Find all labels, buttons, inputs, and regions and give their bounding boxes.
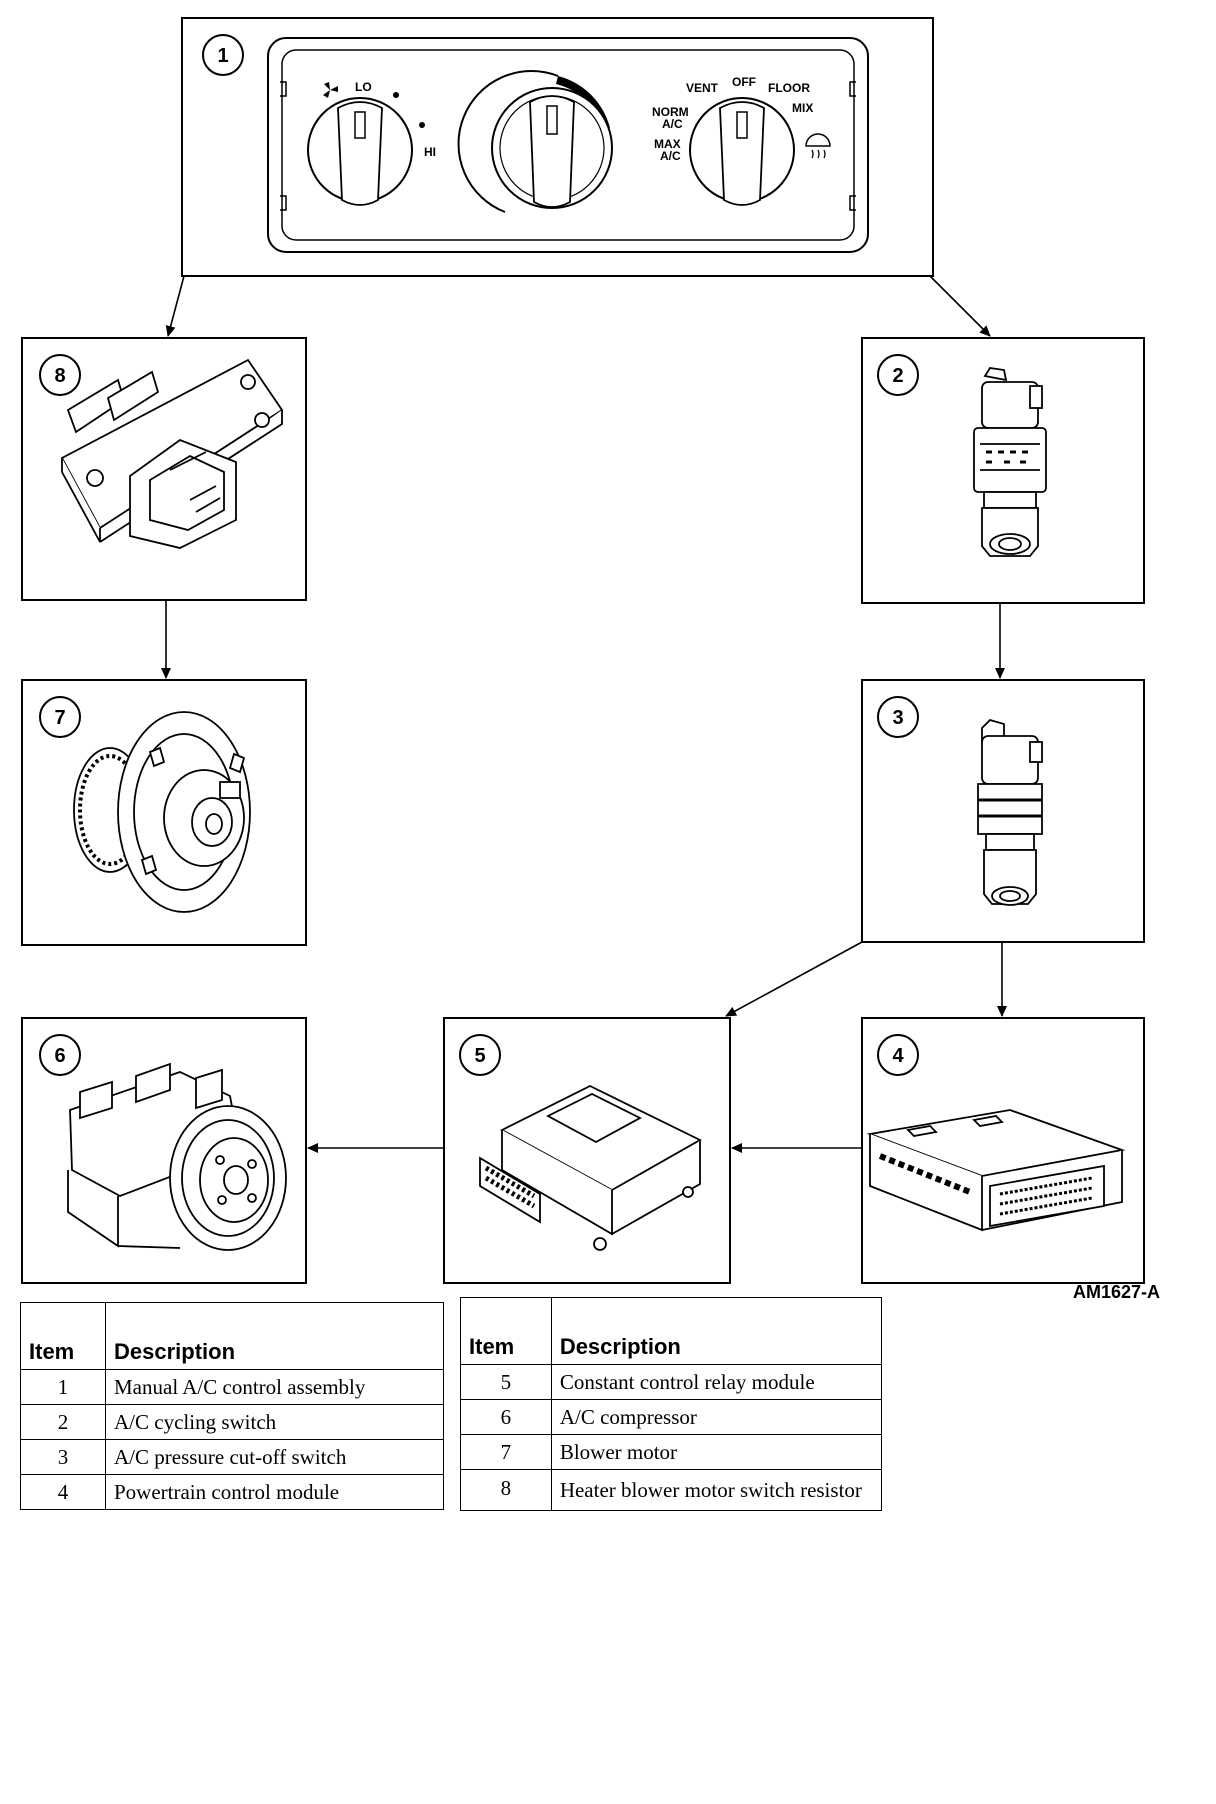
arrow-1-to-2: [929, 275, 991, 337]
table-row: 6 A/C compressor: [460, 1399, 883, 1435]
header-item: Item: [460, 1297, 552, 1365]
item-description: Heater blower motor switch resistor: [550, 1469, 883, 1511]
label-norm: NORM: [652, 105, 689, 119]
component-box-8: 8: [21, 337, 307, 601]
svg-text:7: 7: [54, 707, 65, 729]
item-description: Constant control relay module: [550, 1364, 883, 1400]
fan-speed-dot-2: [419, 122, 425, 128]
svg-text:5: 5: [474, 1045, 485, 1067]
component-box-3: 3: [861, 679, 1145, 943]
svg-text:3: 3: [892, 707, 903, 729]
table-row: 5 Constant control relay module: [460, 1364, 883, 1400]
table-row: 8 Heater blower motor switch resistor: [460, 1469, 883, 1511]
item-description: Powertrain control module: [105, 1474, 444, 1510]
label-hi: HI: [424, 145, 436, 159]
component-box-1: 1 LO HI: [181, 17, 934, 277]
label-lo: LO: [355, 80, 372, 94]
table-row: 3 A/C pressure cut-off switch: [20, 1439, 444, 1475]
callout-7: 7: [39, 696, 81, 738]
component-box-6: 6: [21, 1017, 307, 1284]
defrost-icon: [805, 133, 831, 159]
item-number: 6: [460, 1399, 552, 1435]
table-row: 1 Manual A/C control assembly: [20, 1369, 444, 1405]
relay-module-illustration: [479, 1084, 702, 1251]
svg-text:1: 1: [217, 45, 228, 67]
callout-5: 5: [459, 1034, 501, 1076]
label-floor: FLOOR: [768, 81, 810, 95]
label-norm-ac: A/C: [662, 117, 683, 131]
fan-icon: [323, 82, 338, 98]
item-description: A/C pressure cut-off switch: [105, 1439, 444, 1475]
table-row: 7 Blower motor: [460, 1434, 883, 1470]
legend-table-left: Item Description 1 Manual A/C control as…: [20, 1302, 444, 1510]
resistor-illustration: [60, 358, 284, 549]
mode-knob: [689, 97, 795, 206]
item-number: 3: [20, 1439, 106, 1475]
legend-header-row: Item Description: [20, 1302, 444, 1370]
svg-text:8: 8: [54, 365, 65, 387]
item-description: Manual A/C control assembly: [105, 1369, 444, 1405]
label-max: MAX: [654, 137, 681, 151]
header-item: Item: [20, 1302, 106, 1370]
pcm-illustration: [866, 1109, 1126, 1232]
header-description: Description: [105, 1302, 444, 1370]
callout-8: 8: [39, 354, 81, 396]
compressor-illustration: [67, 1062, 287, 1251]
callout-4: 4: [877, 1034, 919, 1076]
item-description: Blower motor: [550, 1434, 883, 1470]
item-number: 4: [20, 1474, 106, 1510]
callout-6: 6: [39, 1034, 81, 1076]
item-number: 5: [460, 1364, 552, 1400]
temperature-knob: [457, 70, 613, 213]
callout-2: 2: [877, 354, 919, 396]
pressure-switch-illustration: [977, 718, 1043, 906]
cycling-switch-illustration: [973, 367, 1047, 557]
table-row: 4 Powertrain control module: [20, 1474, 444, 1510]
svg-text:2: 2: [892, 365, 903, 387]
item-description: A/C compressor: [550, 1399, 883, 1435]
blower-motor-illustration: [73, 711, 251, 913]
label-max-ac: A/C: [660, 149, 681, 163]
label-vent: VENT: [686, 81, 719, 95]
arrow-1-to-8: [165, 275, 185, 337]
item-number: 1: [20, 1369, 106, 1405]
callout-3: 3: [877, 696, 919, 738]
component-box-4: 4: [861, 1017, 1145, 1284]
callout-1: 1: [202, 34, 244, 76]
legend-header-row: Item Description: [460, 1297, 883, 1365]
header-description: Description: [550, 1297, 883, 1365]
item-description: A/C cycling switch: [105, 1404, 444, 1440]
item-number: 8: [460, 1469, 552, 1511]
figure-id: AM1627-A: [1073, 1282, 1161, 1302]
item-number: 2: [20, 1404, 106, 1440]
label-mix: MIX: [792, 101, 813, 115]
arrow-3-to-5: [725, 941, 863, 1017]
label-off: OFF: [732, 75, 756, 89]
svg-text:4: 4: [892, 1045, 904, 1067]
item-number: 7: [460, 1434, 552, 1470]
svg-text:6: 6: [54, 1045, 65, 1067]
component-box-7: 7: [21, 679, 307, 946]
fan-speed-knob: [307, 97, 413, 206]
table-row: 2 A/C cycling switch: [20, 1404, 444, 1440]
component-box-2: 2: [861, 337, 1145, 604]
legend-table-right: Item Description 5 Constant control rela…: [460, 1297, 883, 1511]
component-box-5: 5: [443, 1017, 731, 1284]
connections: [161, 275, 1007, 1153]
fan-speed-dot-1: [393, 92, 399, 98]
